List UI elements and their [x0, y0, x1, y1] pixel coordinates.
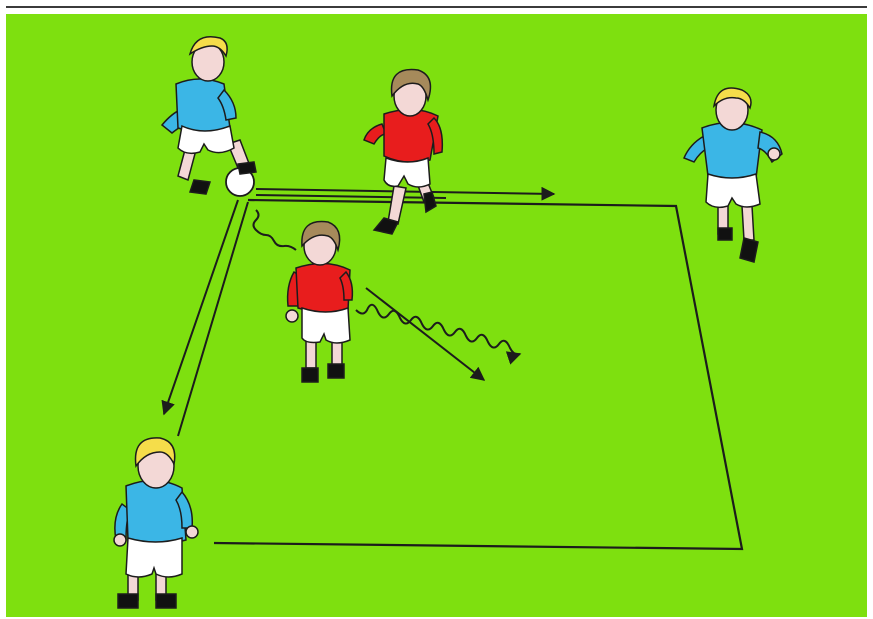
pass-arrow-right-return: [255, 194, 447, 199]
player-blue-bottom-left: [113, 437, 199, 609]
player-blue-right: [683, 87, 783, 263]
dribble-path: [252, 209, 297, 251]
pass-arrow-down: [161, 199, 239, 416]
pass-arrow-down-return: [177, 201, 249, 437]
grid-square: [213, 198, 744, 551]
run-arrow-diagonal: [365, 287, 486, 381]
top-rule: [6, 6, 867, 8]
player-red-center: [285, 220, 354, 383]
player-red-top-middle: [363, 68, 444, 235]
soccer-drill-diagram: [6, 14, 867, 617]
dribble-path-wavy: [355, 303, 522, 365]
player-blue-top-left: [160, 36, 257, 195]
